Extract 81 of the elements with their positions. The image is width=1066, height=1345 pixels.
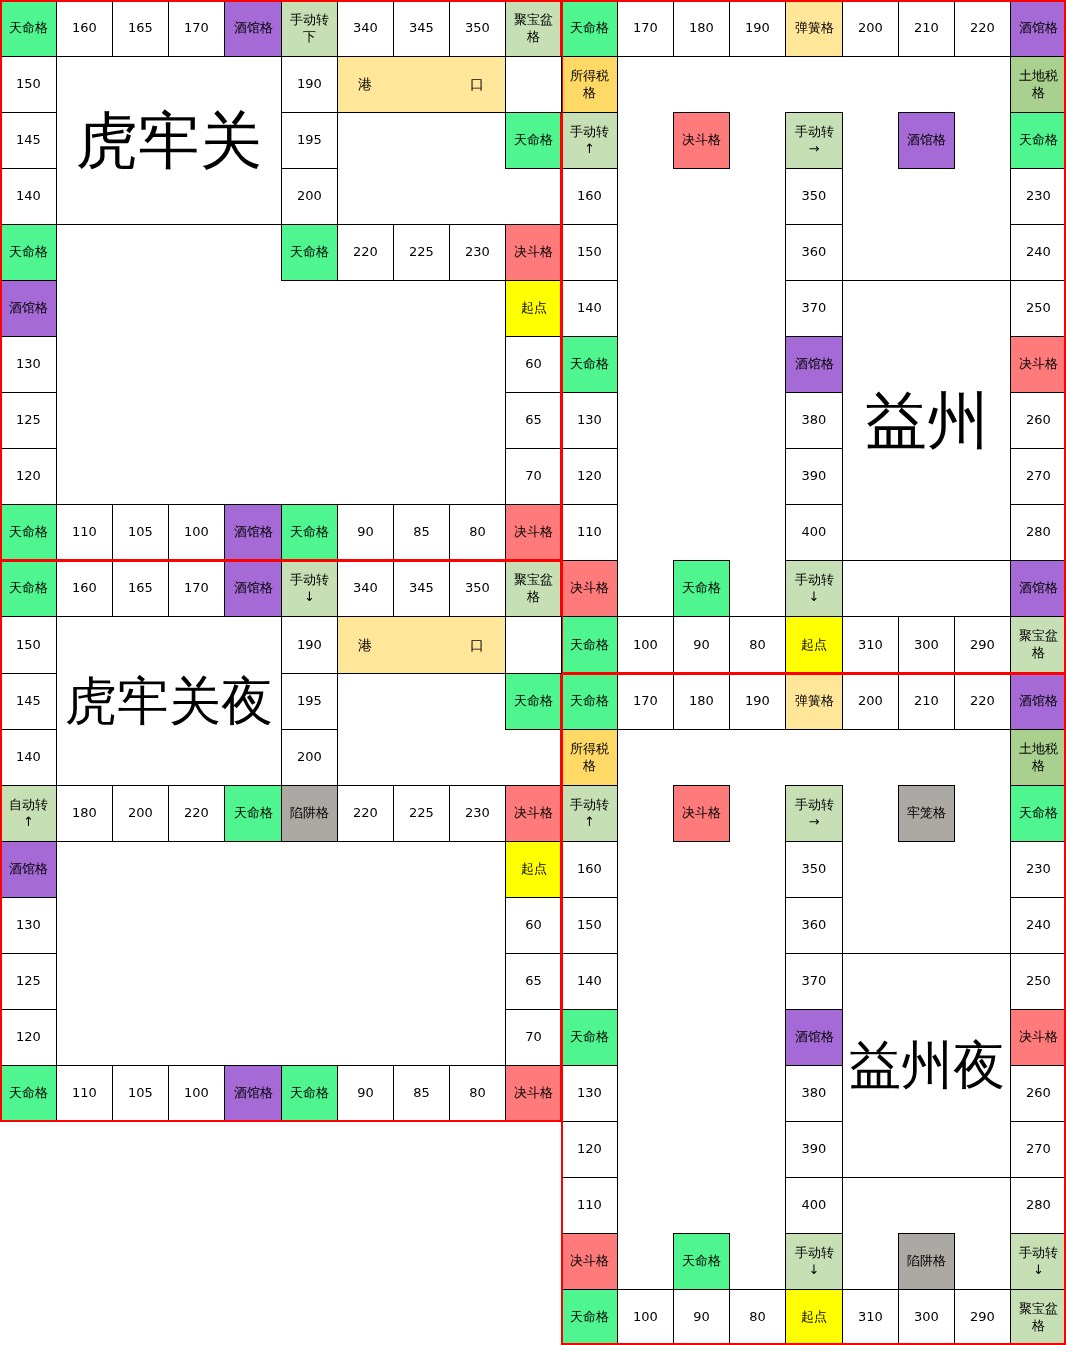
- board-square: 酒馆格: [224, 560, 282, 617]
- board-square: 360: [785, 224, 843, 281]
- board-square: 天命格: [0, 224, 57, 281]
- board-square: 天命格: [561, 336, 618, 393]
- board-square: 起点: [785, 1289, 843, 1345]
- board-square: 225: [393, 224, 450, 281]
- board-square: 360: [785, 897, 843, 954]
- board-square: 酒馆格: [1010, 673, 1066, 730]
- board-square: 天命格: [561, 1009, 618, 1066]
- board-square: 天命格: [0, 1065, 57, 1122]
- board-square: 土地税格: [1010, 729, 1066, 786]
- board-square: 聚宝盆格: [505, 0, 562, 57]
- board-square: 手动转→: [785, 112, 843, 169]
- board-square: 决斗格: [1010, 336, 1066, 393]
- board-square: 土地税格: [1010, 56, 1066, 113]
- board-square: 决斗格: [673, 785, 730, 842]
- board-square: 酒馆格: [0, 841, 57, 898]
- board-square: 所得税格: [561, 56, 618, 113]
- board-square: 起点: [505, 841, 562, 898]
- board-square: 天命格: [1010, 112, 1066, 169]
- board-square: 所得税格: [561, 729, 618, 786]
- board-square: 酒馆格: [0, 280, 57, 337]
- board-title: 益州夜: [842, 953, 1011, 1178]
- board-square: 决斗格: [673, 112, 730, 169]
- board-square: 自动转↑: [0, 785, 57, 842]
- board-square: 起点: [505, 280, 562, 337]
- board-square: 400: [785, 1177, 843, 1234]
- board-square: 决斗格: [505, 504, 562, 561]
- board-square: 酒馆格: [224, 0, 282, 57]
- port-space: 港口: [337, 56, 506, 113]
- board-square: 决斗格: [505, 224, 562, 281]
- board-square: 聚宝盆格: [1010, 1289, 1066, 1345]
- board-square: 酒馆格: [898, 112, 955, 169]
- board-square: 牢笼格: [898, 785, 955, 842]
- board-square: 聚宝盆格: [1010, 616, 1066, 674]
- board-square: 起点: [785, 616, 843, 674]
- board-square: 手动转↓: [281, 560, 338, 617]
- board-square: 天命格: [281, 224, 338, 281]
- board-square: 230: [449, 224, 506, 281]
- board-square: 手动转↑: [561, 785, 618, 842]
- board-square: 决斗格: [561, 560, 618, 617]
- board-square: 天命格: [505, 673, 562, 730]
- board-square: 天命格: [561, 1289, 618, 1345]
- board-square: 酒馆格: [785, 1009, 843, 1066]
- board-square: 225: [393, 785, 450, 842]
- port-space: 港口: [337, 616, 506, 674]
- board-square: 天命格: [281, 504, 338, 561]
- board-square: 酒馆格: [785, 336, 843, 393]
- board-square: 弹簧格: [785, 673, 843, 730]
- board-square: 酒馆格: [1010, 560, 1066, 617]
- board-square: 手动转↑: [561, 112, 618, 169]
- board-square: 350: [785, 841, 843, 898]
- board-square: 天命格: [281, 1065, 338, 1122]
- board-square: 天命格: [673, 560, 730, 617]
- board-square: 决斗格: [505, 1065, 562, 1122]
- board-square: 酒馆格: [1010, 0, 1066, 57]
- board-square: 手动转↓: [1010, 1233, 1066, 1290]
- board-square: 手动转→: [785, 785, 843, 842]
- board-square: 天命格: [505, 112, 562, 169]
- board-square: 天命格: [561, 616, 618, 674]
- board-square: 弹簧格: [785, 0, 843, 57]
- board-square: 聚宝盆格: [505, 560, 562, 617]
- board-square: 决斗格: [1010, 1009, 1066, 1066]
- board-square: 天命格: [224, 785, 282, 842]
- board-square: 220: [337, 224, 394, 281]
- board-square: 220: [337, 785, 394, 842]
- board-square: 天命格: [0, 504, 57, 561]
- board-square: 陷阱格: [281, 785, 338, 842]
- board-title: 益州: [842, 280, 1011, 561]
- board-square: 天命格: [673, 1233, 730, 1290]
- board-square: 酒馆格: [224, 504, 282, 561]
- board-square: 决斗格: [505, 785, 562, 842]
- board-square: 手动转下: [281, 0, 338, 57]
- board-square: 手动转↓: [785, 1233, 843, 1290]
- board-square: 酒馆格: [224, 1065, 282, 1122]
- board-square: 230: [449, 785, 506, 842]
- board-square: 手动转↓: [785, 560, 843, 617]
- board-square: 决斗格: [561, 1233, 618, 1290]
- board-square: 陷阱格: [898, 1233, 955, 1290]
- board-square: 天命格: [1010, 785, 1066, 842]
- board-square: 350: [785, 168, 843, 225]
